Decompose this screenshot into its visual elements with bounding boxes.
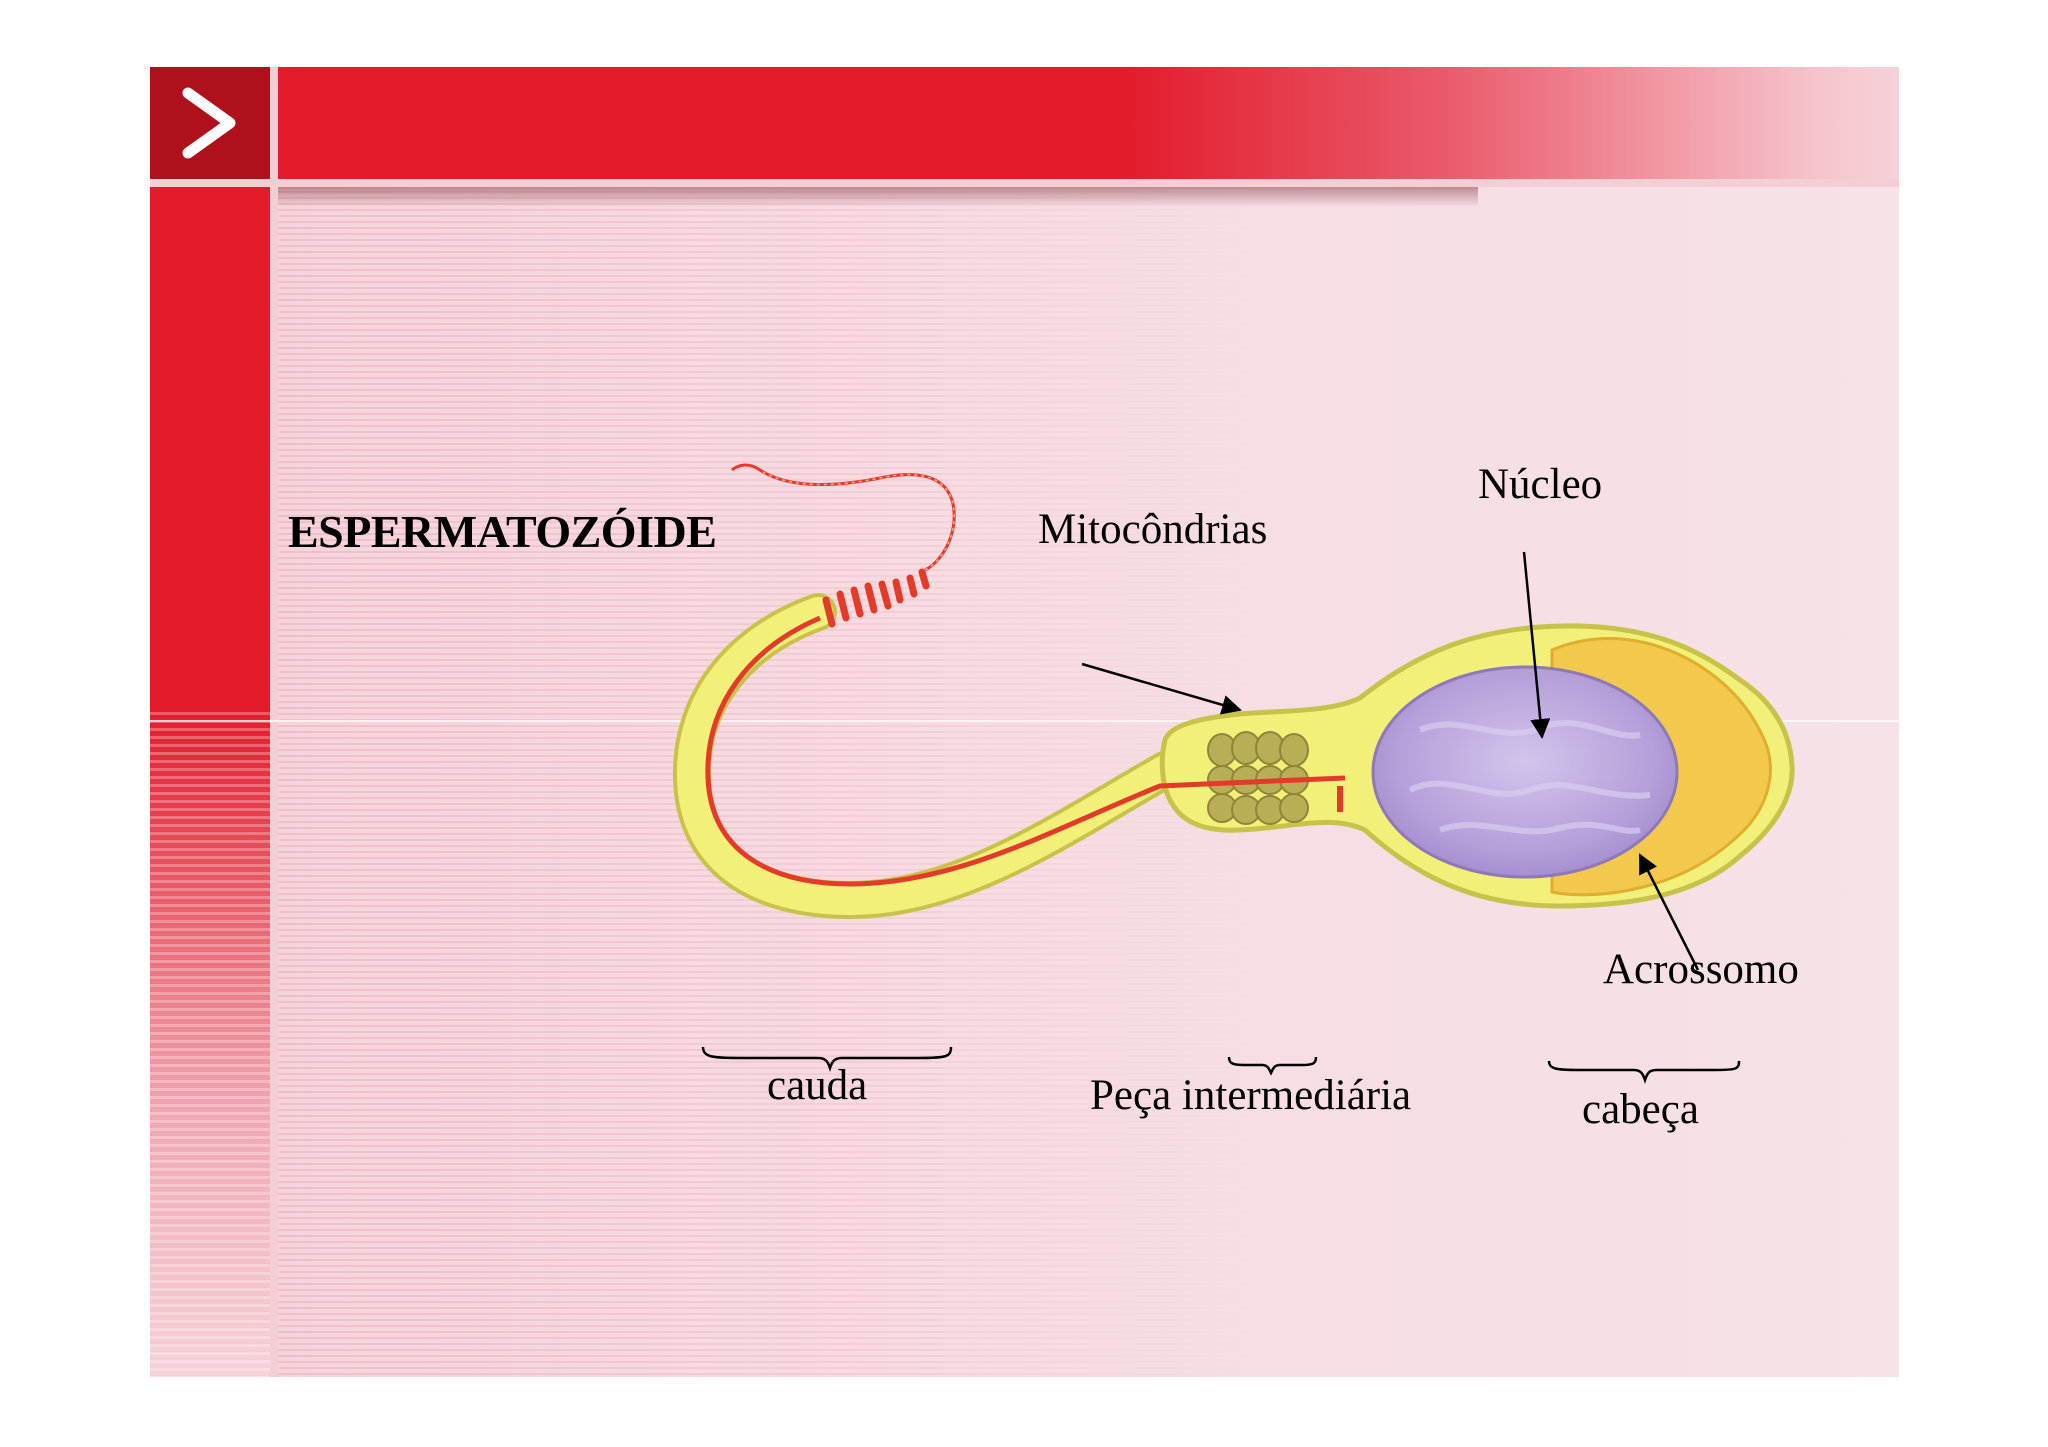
end-piece-tip-dots [759,469,955,571]
nav-corner[interactable] [150,67,270,179]
end-piece-tip [731,463,956,572]
label-cabeca: cabeça [1582,1086,1699,1133]
header-bar [278,67,1899,179]
nucleus-arrow [1522,551,1551,739]
axial-filament [705,615,1346,887]
mitochondria-arrow [1081,662,1242,715]
vertical-divider [270,67,278,1377]
label-acrossomo: Acrossomo [1603,946,1799,993]
nucleus [1371,665,1679,879]
diagram-title: ESPERMATOZÓIDE [288,506,717,557]
acrosome-arrow [1638,853,1700,971]
tail-body-fill [676,597,1180,916]
label-mitocondrias: Mitocôndrias [1038,506,1268,553]
cauda-brace [701,1046,953,1072]
mid-guide-line [150,720,1899,722]
peca-brace [1227,1056,1318,1076]
label-cauda: cauda [767,1062,868,1109]
label-peca-intermediaria: Peça intermediária [1090,1072,1412,1119]
end-piece-rings [822,568,930,628]
label-nucleo: Núcleo [1478,461,1603,508]
horizontal-divider [150,179,1899,187]
header-shadow [278,187,1478,207]
mitochondria-cluster [1207,731,1309,825]
chevron-right-icon[interactable] [178,85,242,161]
cabeca-brace [1547,1060,1741,1084]
left-accent-fade [150,707,270,1377]
